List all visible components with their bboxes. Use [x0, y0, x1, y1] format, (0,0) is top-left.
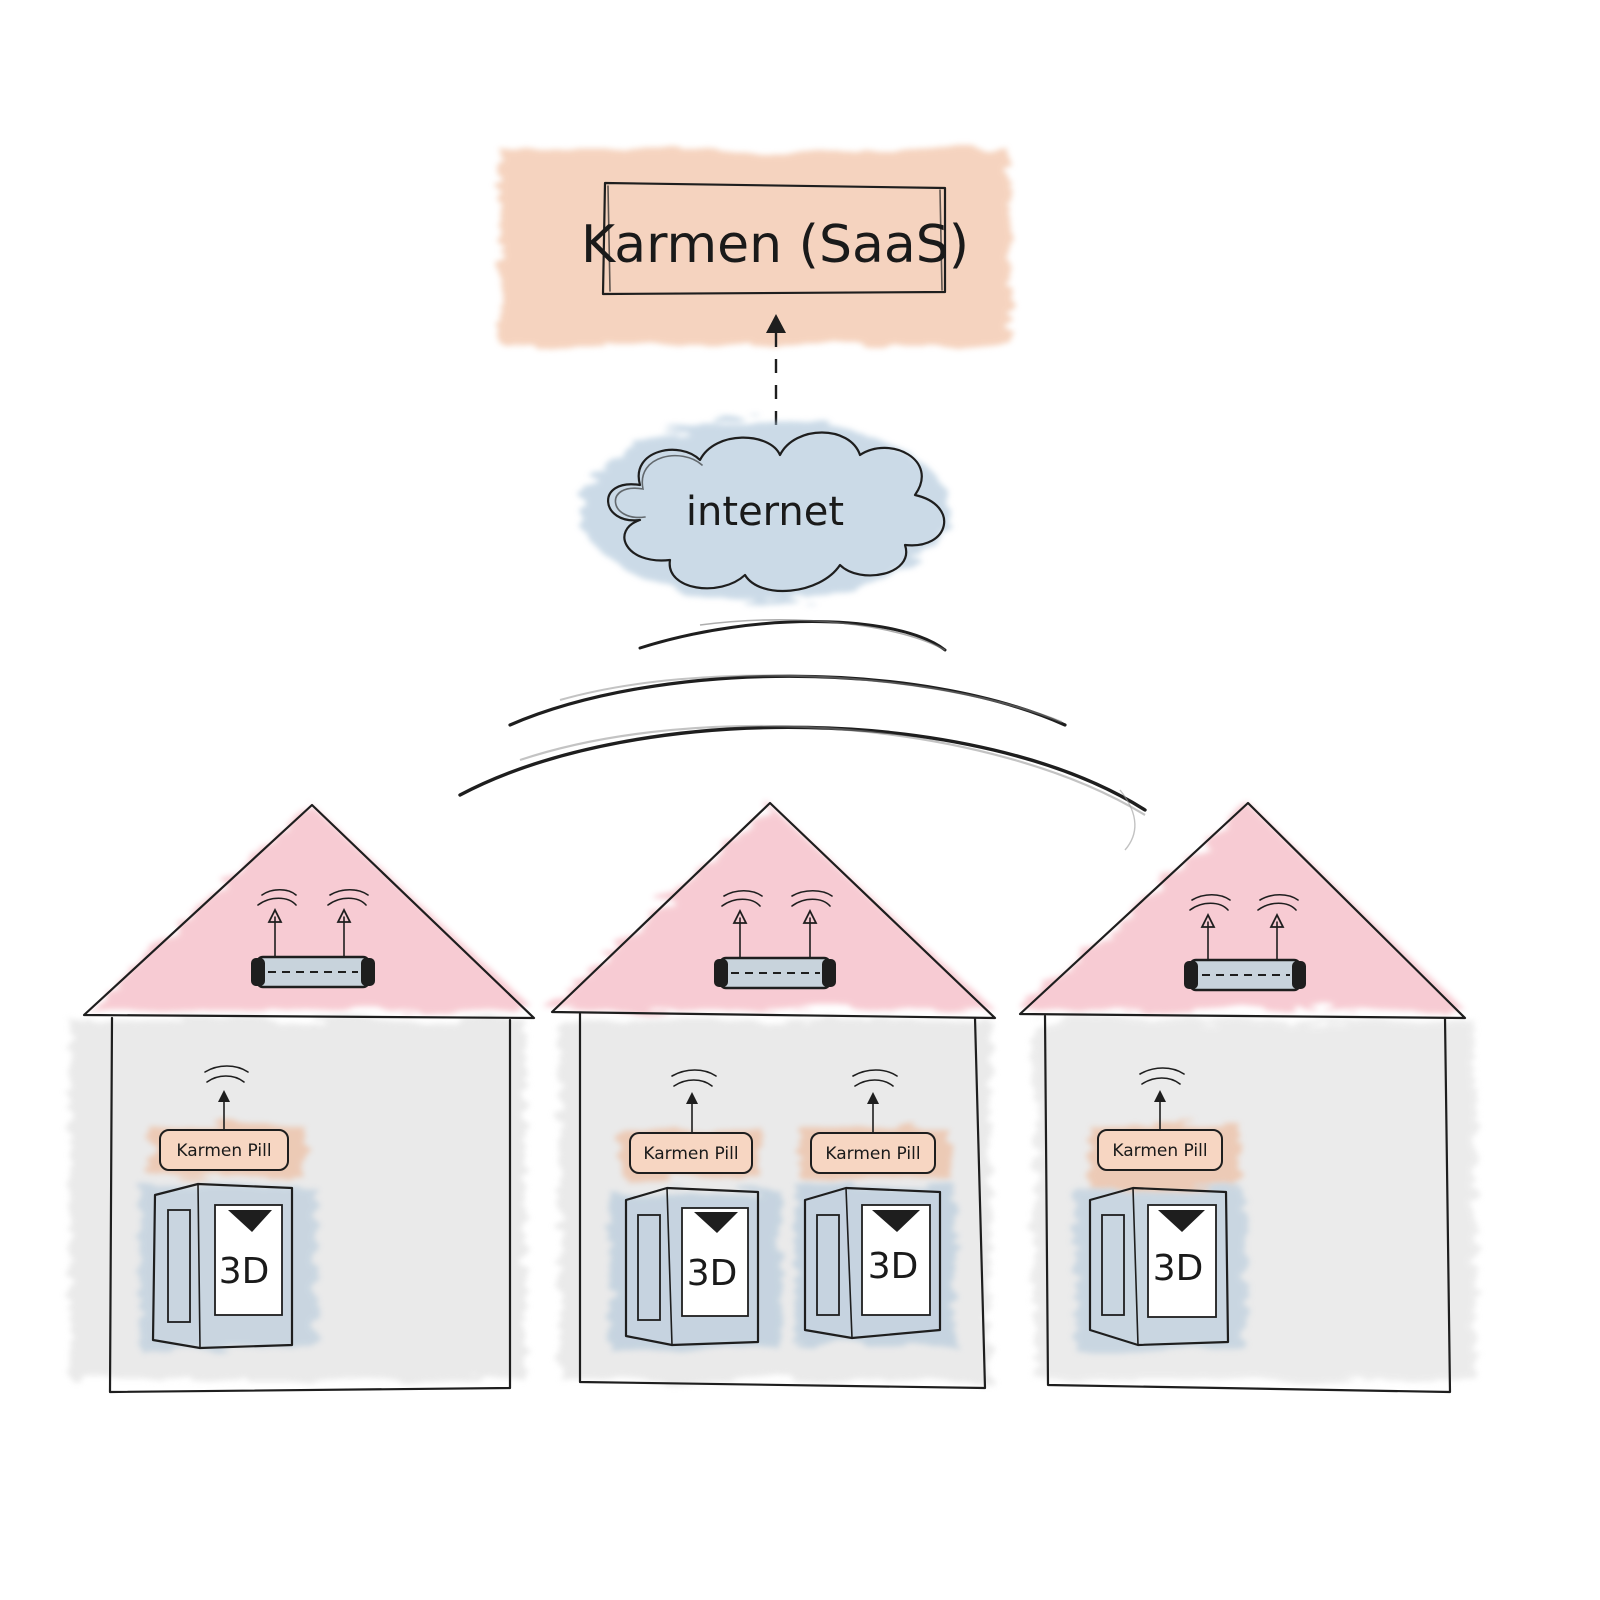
wall-outline [1043, 1014, 1452, 1394]
printer-label: 3D [219, 1251, 270, 1292]
printer-label: 3D [1153, 1248, 1204, 1289]
wall-outline [108, 1016, 512, 1394]
pill-label: Karmen Pill [1112, 1141, 1207, 1161]
router-icon [251, 888, 375, 989]
saas-node: Karmen (SaaS) [500, 150, 1010, 345]
karmen-pill-device: Karmen Pill [150, 1065, 305, 1177]
cloud-blue-wash [580, 420, 950, 600]
printer-label: 3D [687, 1253, 738, 1294]
roof-pink-wash [545, 805, 995, 1010]
roof-pink-wash [85, 805, 535, 1010]
cloud-outline [607, 431, 946, 593]
roof-outline [550, 801, 997, 1020]
roof-pink-wash [1020, 805, 1465, 1010]
arrowhead-icon [766, 314, 786, 333]
karmen-pill-device: Karmen Pill [800, 1069, 950, 1178]
dashed-arrow-up [766, 314, 786, 425]
pill-label: Karmen Pill [643, 1144, 738, 1164]
wall-outline [578, 1012, 987, 1390]
saas-label: Karmen (SaaS) [581, 215, 969, 275]
3d-printer: 3D [795, 1185, 955, 1345]
cloud-label: internet [686, 489, 844, 535]
3d-printer: 3D [610, 1186, 780, 1350]
roof-outline [1018, 801, 1467, 1020]
house-3: Karmen Pill 3D [1018, 801, 1475, 1394]
house-1: Karmen Pill 3D [70, 803, 536, 1394]
pill-label: Karmen Pill [825, 1144, 920, 1164]
saas-box-outline [601, 181, 947, 296]
3d-printer: 3D [140, 1182, 315, 1350]
router-icon [1184, 893, 1306, 992]
saas-orange-wash [500, 150, 1010, 345]
karmen-pill-device: Karmen Pill [1090, 1067, 1240, 1190]
internet-cloud: internet [580, 420, 950, 600]
roof-outline [82, 803, 536, 1020]
router-icon [714, 889, 836, 990]
house-2: Karmen Pill Karmen Pill 3D [545, 801, 997, 1390]
printer-label: 3D [868, 1246, 919, 1287]
pill-label: Karmen Pill [176, 1141, 271, 1161]
wireless-signal-icon [458, 619, 1147, 851]
3d-printer: 3D [1075, 1186, 1245, 1350]
karmen-pill-device: Karmen Pill [622, 1069, 762, 1178]
